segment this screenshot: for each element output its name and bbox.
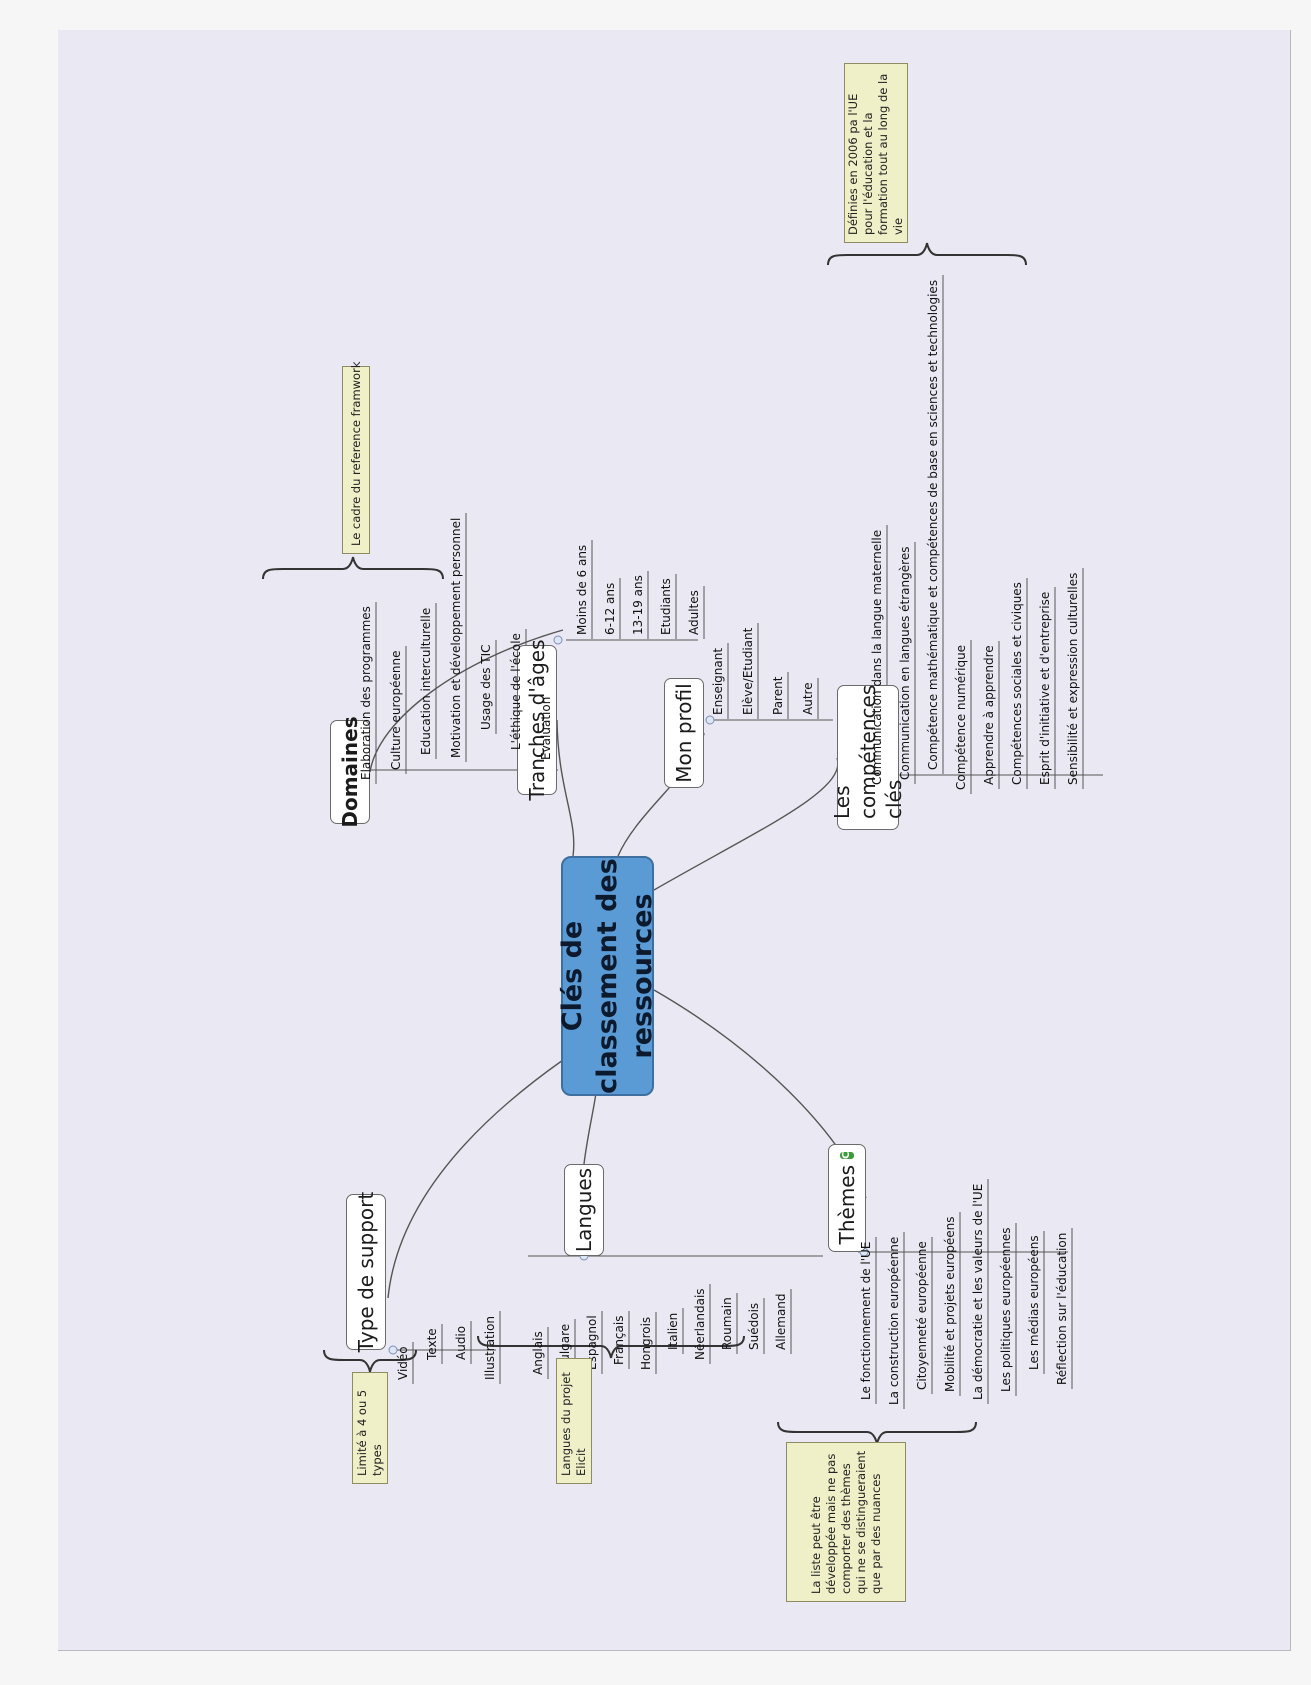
connector-line	[653, 757, 839, 891]
joint-marker	[388, 1345, 398, 1355]
connector-line	[369, 629, 564, 773]
note-type-de-support-text: Limité à 4 ou 5 types	[355, 1389, 384, 1476]
note-competences: Définies en 2006 pa l'UE pour l'éducatio…	[844, 63, 908, 243]
central-node: Clés de classement des ressources	[557, 856, 658, 1096]
langues-item: Français	[612, 1315, 626, 1365]
note-themes-text: La liste peut être développée mais ne pa…	[808, 1450, 883, 1594]
domaines-item: Education interculturelle	[419, 607, 433, 755]
note-domaines-text: Le cadre du reference framwork	[348, 361, 363, 546]
branch-type-de-support: Type de support	[346, 1191, 386, 1353]
langues-item: Roumain	[720, 1297, 734, 1350]
central-node-label: Clés de classement des ressources	[557, 858, 658, 1094]
competences-item: Compétence mathématique et compétences d…	[926, 279, 940, 770]
domaines-item: Culture européenne	[389, 650, 403, 770]
branch-mon-profil-label: Mon profil	[672, 683, 696, 783]
domaines-item: Evaluation	[539, 696, 553, 760]
competences-item: Communication en langues étrangères	[898, 546, 912, 780]
type_support-item: Audio	[454, 1325, 468, 1360]
langues-item: Allemand	[774, 1293, 788, 1350]
tranches-item: Etudiants	[659, 578, 673, 635]
domaines-item: Elaboration des programmes	[359, 606, 373, 780]
type_support-item: Texte	[425, 1328, 439, 1360]
tranches-item: 13-19 ans	[631, 575, 645, 635]
competences-item: Compétences sociales et civiques	[1010, 582, 1024, 785]
branch-langues: Langues	[564, 1164, 604, 1256]
langues-item: Italien	[666, 1312, 680, 1350]
tranches-item: Moins de 6 ans	[575, 544, 589, 635]
themes-item: Mobilité et projets européens	[943, 1216, 957, 1392]
competences-item: Compétence numérique	[954, 644, 968, 790]
note-themes: La liste peut être développée mais ne pa…	[786, 1442, 906, 1602]
brace-icon	[777, 1421, 977, 1445]
category-badge-icon: C	[840, 1151, 854, 1159]
tranches-item: 6-12 ans	[603, 582, 617, 635]
domaines-item: Motivation et développement personnel	[449, 517, 463, 758]
themes-item: Les médias européens	[1027, 1235, 1041, 1370]
connector-line	[387, 1059, 564, 1299]
themes-item: Réflection sur l'éducation	[1055, 1232, 1069, 1385]
profil-item: Parent	[771, 676, 785, 715]
type_support-item: Vidéo	[396, 1346, 410, 1380]
joint-marker	[705, 715, 715, 725]
langues-item: Suédois	[747, 1302, 761, 1350]
competences-item: Communication dans la langue maternelle	[870, 529, 884, 785]
branch-competences-cles: Les compétences clés	[830, 685, 906, 830]
scanned-page: Clés de classement des ressources Type d…	[58, 30, 1291, 1651]
connector-layer	[262, 242, 1103, 1445]
langues-item: Hongrois	[639, 1316, 653, 1370]
branch-langues-label: Langues	[572, 1167, 596, 1253]
note-type-de-support: Limité à 4 ou 5 types	[352, 1372, 388, 1484]
note-langues-text: Langues du projet Elicit	[559, 1372, 588, 1476]
branch-type-de-support-label: Type de support	[354, 1191, 378, 1353]
note-domaines: Le cadre du reference framwork	[342, 362, 370, 554]
tranches-item: Adultes	[687, 590, 701, 635]
profil-item: Elève/Etudiant	[741, 627, 755, 715]
langues-item: Néerlandais	[693, 1288, 707, 1360]
profil-item: Enseignant	[711, 647, 725, 715]
competences-item: Apprendre à apprendre	[982, 645, 996, 785]
branch-themes: Thèmes C	[828, 1144, 866, 1252]
themes-item: La construction européenne	[887, 1236, 901, 1405]
domaines-item: L'éthique de l'école	[509, 633, 523, 750]
competences-item: Sensibilité et expression culturelles	[1066, 572, 1080, 785]
note-competences-text: Définies en 2006 pa l'UE pour l'éducatio…	[846, 73, 905, 235]
mind-map: Clés de classement des ressources Type d…	[58, 30, 1290, 1650]
joint-marker	[553, 635, 563, 645]
connector-line	[556, 719, 575, 857]
branch-competences-cles-label: Les compétences clés	[830, 684, 906, 819]
brace-icon	[827, 242, 1027, 266]
branch-mon-profil: Mon profil	[664, 678, 704, 788]
note-langues: Langues du projet Elicit	[556, 1358, 592, 1484]
type_support-item: Illustration	[483, 1315, 497, 1380]
competences-item: Esprit d'initiative et d'entreprise	[1038, 591, 1052, 785]
brace-icon	[477, 1335, 745, 1359]
langues-item: Anglais	[531, 1331, 545, 1375]
themes-item: Les politiques européennes	[999, 1227, 1013, 1393]
branch-themes-label: Thèmes	[835, 1164, 859, 1245]
profil-item: Autre	[801, 682, 815, 715]
brace-icon	[262, 556, 444, 580]
themes-item: Le fonctionnement de l'UE	[859, 1241, 873, 1400]
themes-item: Citoyenneté européenne	[915, 1241, 929, 1390]
domaines-item: Usage des TIC	[479, 644, 493, 730]
themes-item: La démocratie et les valeurs de l'UE	[971, 1183, 985, 1400]
